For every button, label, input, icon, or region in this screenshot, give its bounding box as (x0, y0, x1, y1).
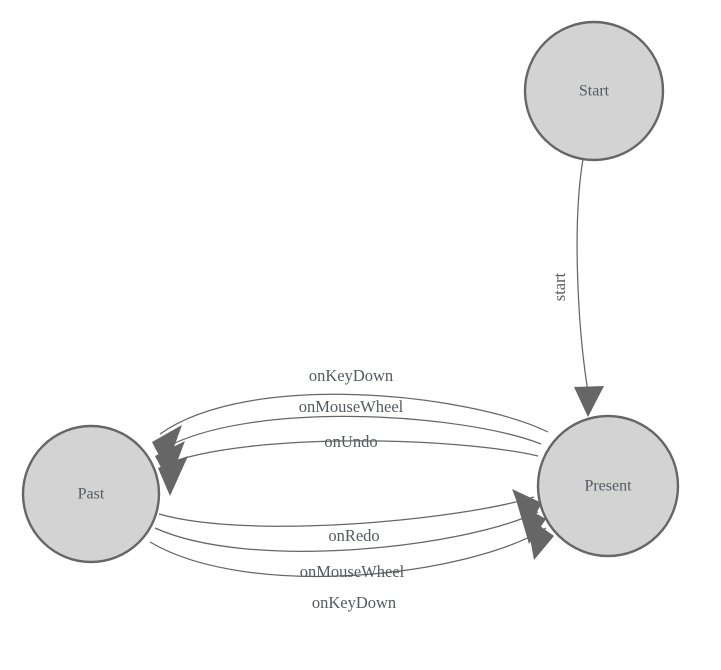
edge-past-to-present-onkeydown-arrowhead (526, 516, 554, 560)
edge-label-past-present-onmousewheel: onMouseWheel (300, 562, 405, 581)
edge-label-past-present-onredo: onRedo (328, 526, 379, 545)
node-past[interactable]: Past (21, 424, 161, 564)
edge-label-present-past-onmousewheel: onMouseWheel (299, 397, 404, 416)
edge-present-to-past-onmousewheel-path (162, 415, 542, 450)
edge-past-to-present-onmousewheel-path (154, 511, 539, 552)
edge-label-present-past-onkeydown: onKeyDown (309, 366, 393, 385)
edge-present-to-past-onundo[interactable] (158, 440, 539, 496)
edge-past-to-present-onkeydown[interactable] (149, 516, 554, 577)
node-present-circle[interactable] (536, 414, 680, 558)
edge-label-past-present-onkeydown: onKeyDown (312, 593, 396, 612)
edge-present-to-past-onundo-path (165, 440, 539, 465)
edge-label-start: start (550, 272, 569, 301)
edge-label-present-past-onundo: onUndo (324, 432, 377, 451)
node-past-label: Past (78, 486, 105, 503)
edge-past-to-present-onkeydown-path (149, 527, 547, 577)
edge-start-to-present[interactable] (574, 158, 604, 417)
node-start-label: Start (579, 83, 610, 100)
node-start-circle[interactable] (523, 20, 665, 162)
node-present-label: Present (584, 478, 632, 495)
node-present[interactable]: Present (536, 414, 680, 558)
edge-start-to-present-arrowhead (574, 386, 604, 417)
node-past-circle[interactable] (21, 424, 161, 564)
node-start[interactable]: Start (523, 20, 665, 162)
edge-start-to-present-path (576, 158, 589, 393)
edge-present-to-past-onundo-arrowhead (158, 456, 188, 496)
edge-past-to-present-onredo[interactable] (158, 489, 542, 529)
edge-present-to-past-onkeydown-path (159, 393, 549, 435)
edge-past-to-present-onredo-path (158, 496, 535, 527)
